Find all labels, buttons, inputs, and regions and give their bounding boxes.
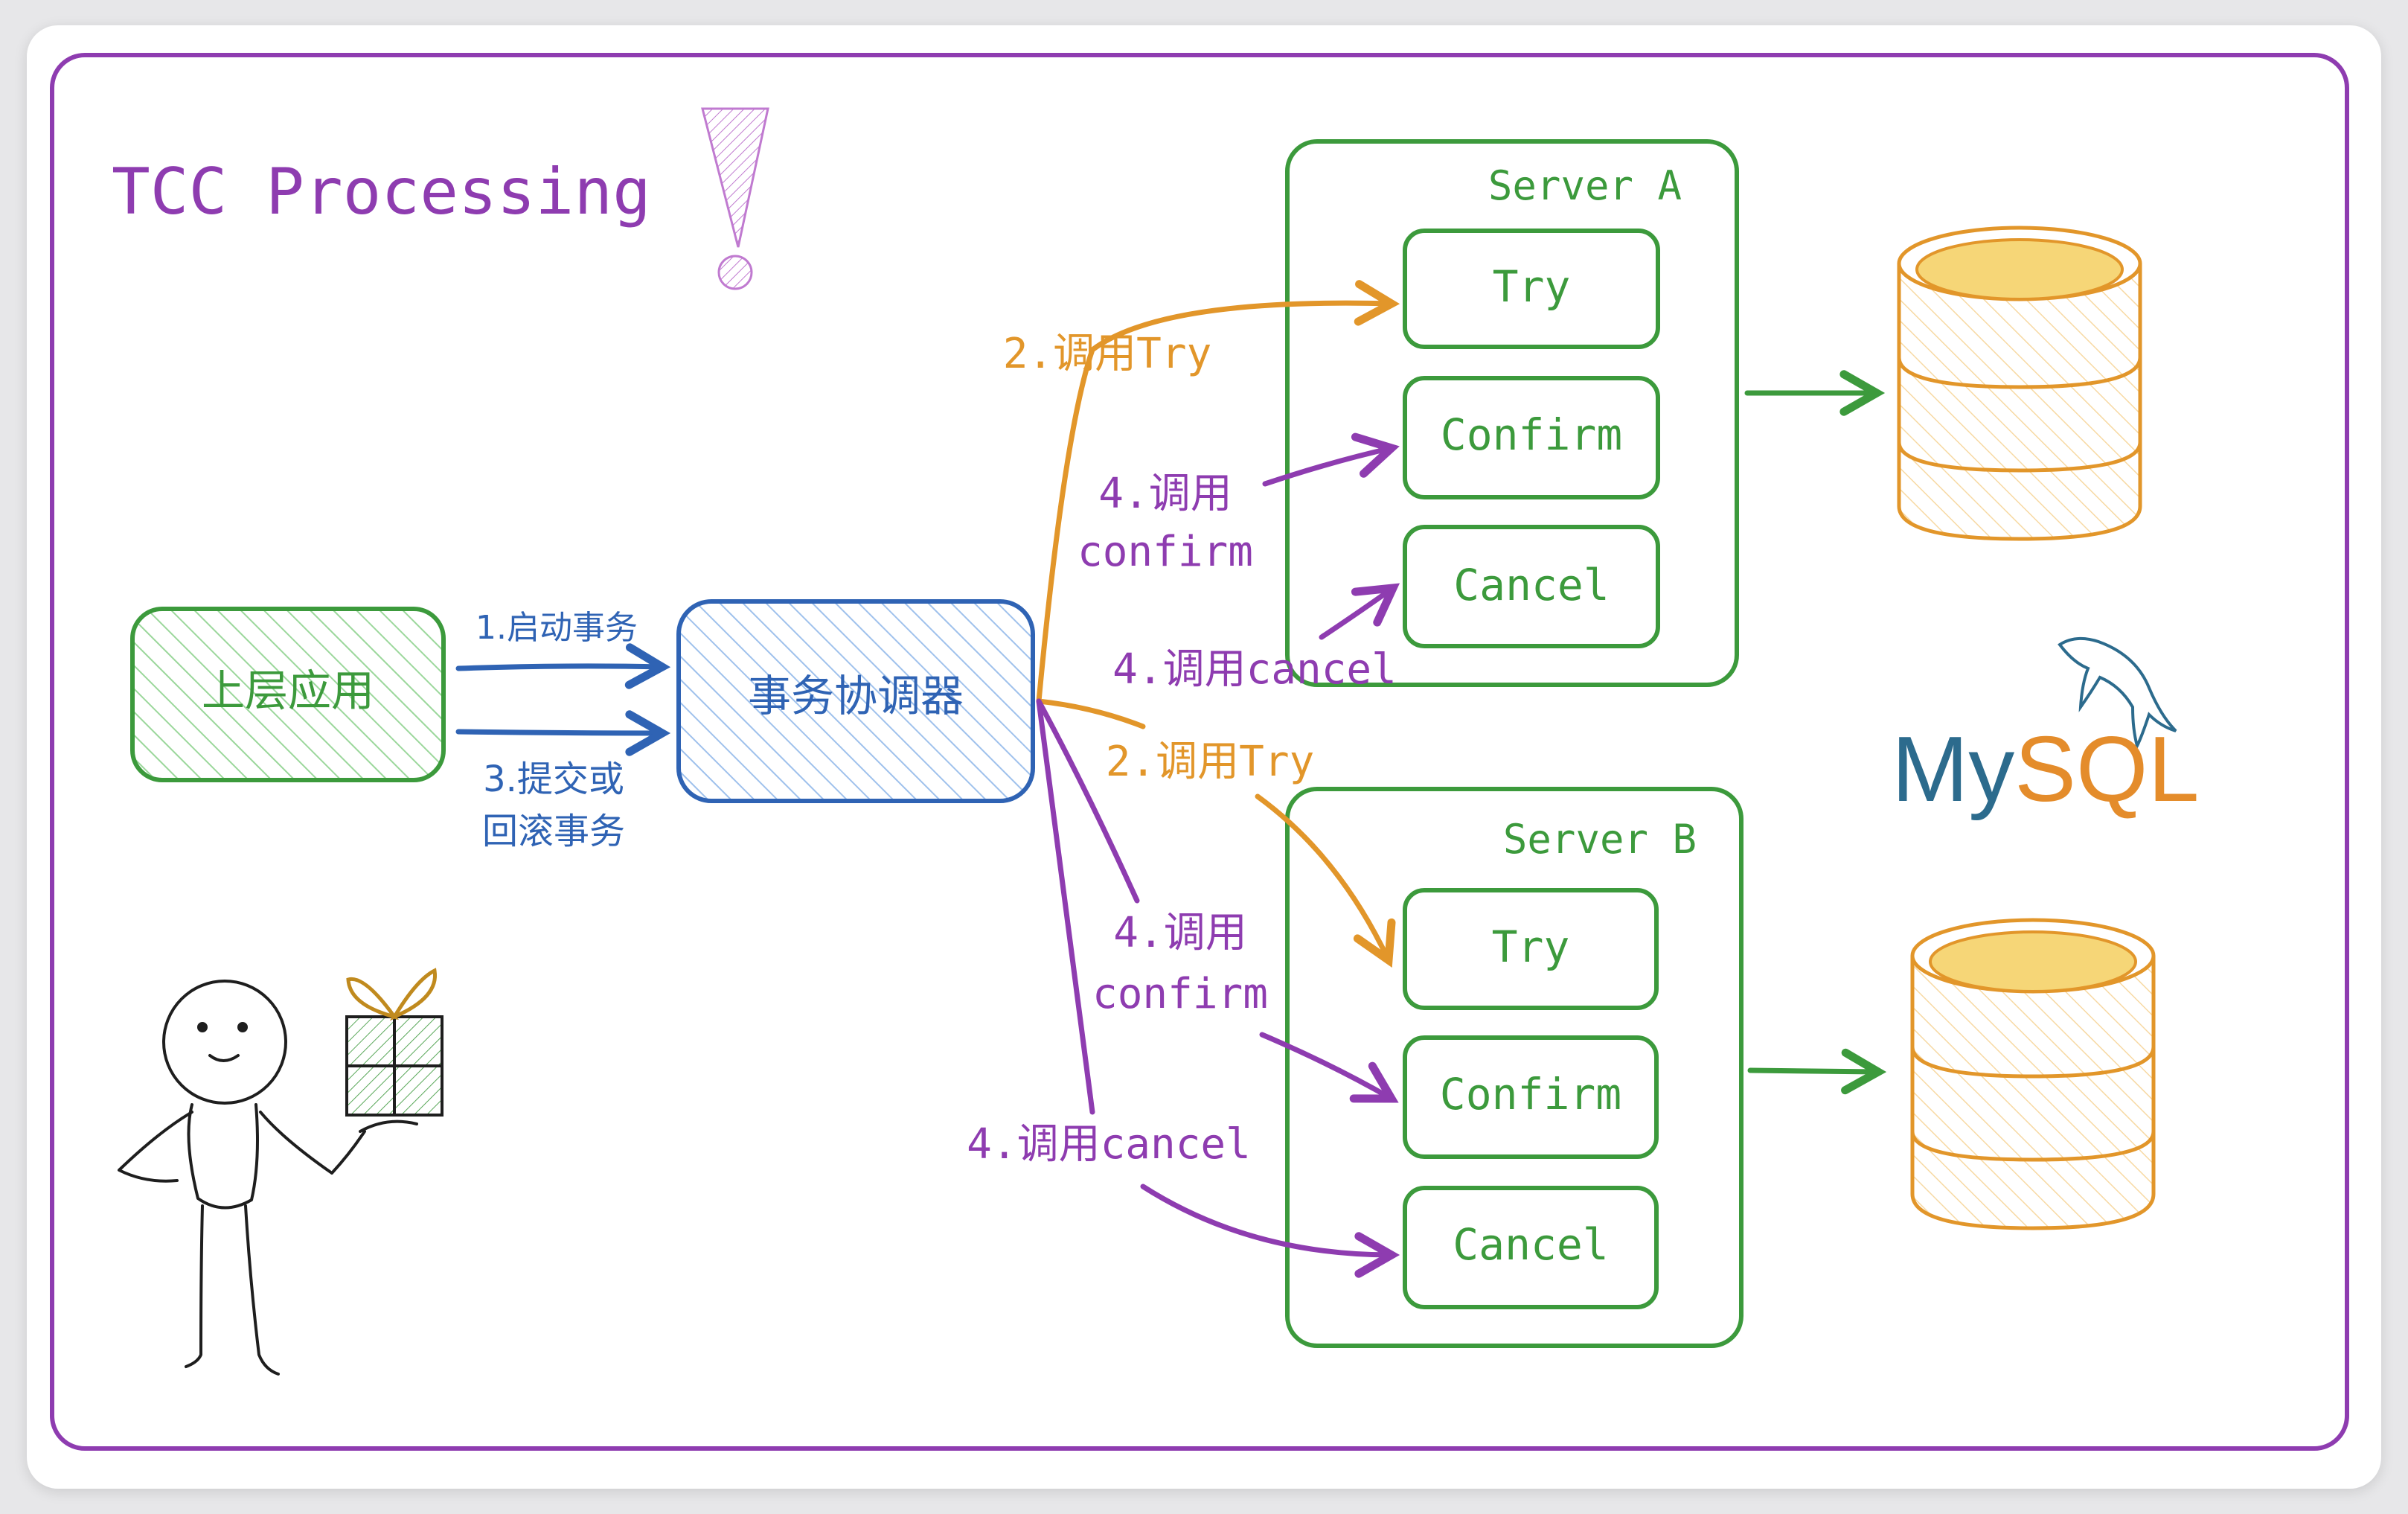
call-confirm-a-label-line2: confirm [1077,528,1253,576]
server-a-confirm-label: Confirm [1441,409,1622,460]
server-b-db-arrow [1747,1048,1887,1095]
mysql-logo-sql: SQL [2014,718,2199,821]
server-a-cancel-label: Cancel [1453,560,1610,610]
exclamation-icon [701,107,769,290]
gift-icon [345,968,444,1117]
server-a-try-label: Try [1493,261,1571,312]
upper-application-label: 上层应用 [202,665,374,716]
upper-application-node: 上层应用 [130,607,446,782]
call-try-b-arrow [1036,698,1389,960]
transaction-coordinator-node: 事务协调器 [676,599,1035,803]
call-try-a-arrow [1036,280,1400,704]
mysql-logo-text: MySQL [1892,718,2199,821]
database-a-icon [1897,226,2142,541]
server-b-try-label: Try [1492,922,1570,972]
mysql-logo-my: My [1892,718,2014,821]
call-cancel-b-label: 4.调用cancel [967,1120,1251,1169]
server-b-confirm-label: Confirm [1440,1069,1621,1119]
commit-rollback-arrow [455,710,671,756]
call-confirm-a-arrow [1262,432,1400,487]
call-confirm-b-label-line2: confirm [1092,970,1268,1018]
commit-rollback-label-line2: 回滚事务 [482,811,625,852]
mysql-logo: MySQL [1892,636,2199,821]
server-a-confirm-box: Confirm [1403,376,1660,499]
server-a-node: Server A Try Confirm Cancel [1285,139,1739,687]
server-b-cancel-box: Cancel [1403,1186,1659,1309]
start-transaction-label: 1.启动事务 [475,609,638,647]
call-confirm-b-arrow [1036,698,1392,1099]
server-b-cancel-label: Cancel [1453,1219,1609,1270]
server-b-try-box: Try [1403,888,1659,1010]
dolphin-icon [2058,636,2177,750]
call-try-a-label: 2.调用Try [1003,330,1212,378]
outer-frame [50,53,2349,1451]
start-transaction-arrow [455,643,671,689]
server-b-confirm-box: Confirm [1403,1035,1659,1159]
call-confirm-b-label-line1: 4.调用 [1113,909,1246,957]
figure-head [162,980,287,1105]
call-cancel-b-arrow [1036,698,1392,1255]
call-try-b-label: 2.调用Try [1106,738,1315,786]
stick-figure-illustration [118,980,418,1376]
server-b-title: Server B [1503,816,1697,863]
call-confirm-a-label-line1: 4.调用 [1098,470,1232,518]
call-cancel-a-label: 4.调用cancel [1112,645,1397,694]
call-cancel-a-arrow [1319,583,1400,640]
diagram-title: TCC Processing [112,155,651,229]
server-a-try-box: Try [1403,229,1660,349]
server-a-title: Server A [1488,162,1682,209]
database-b-icon [1910,918,2156,1230]
transaction-coordinator-label: 事务协调器 [748,671,964,721]
server-a-cancel-box: Cancel [1403,525,1660,648]
server-b-node: Server B Try Confirm Cancel [1285,787,1743,1348]
commit-rollback-label-line1: 3.提交或 [483,758,624,800]
